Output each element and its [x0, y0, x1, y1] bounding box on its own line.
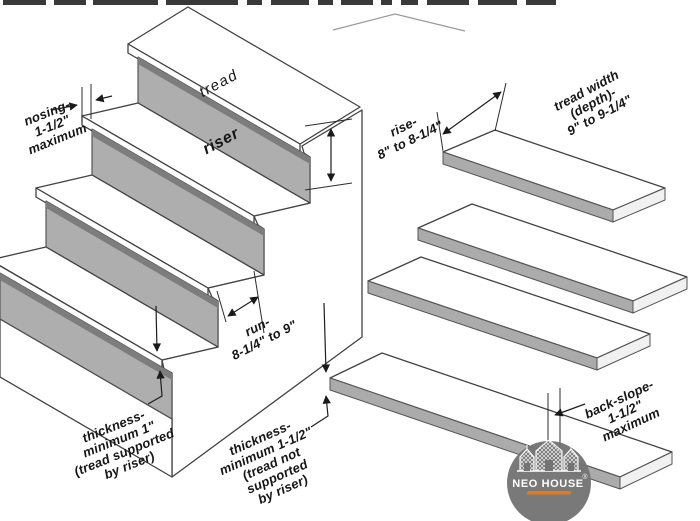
- riser-shadow-3: [92, 129, 264, 236]
- exploded-tread-3: [367, 256, 651, 371]
- riser-shadow-4: [138, 57, 310, 164]
- house-icon: [517, 436, 581, 472]
- neo-house-logo: NEO HOUSE ®: [507, 436, 591, 521]
- tread-width-label: tread width (depth)- 9" to 9-1/4": [551, 67, 635, 138]
- nosing-label: nosing- 1-1/2" maximum: [22, 97, 90, 158]
- logo-url-text: [527, 491, 571, 495]
- thickness-supported-dimension: [147, 305, 165, 405]
- riser-shadow-1: [0, 273, 172, 380]
- thickness-unsupported-dimension: [310, 302, 331, 428]
- nosing-dimension: [51, 84, 113, 122]
- rise-dimension: [304, 118, 353, 191]
- exploded-treads: [329, 129, 688, 490]
- logo-registered-mark: ®: [582, 473, 588, 481]
- tread-width-dimension: [436, 82, 507, 152]
- back-slope-dimension: [547, 388, 586, 448]
- riser-shadow-2: [46, 201, 218, 308]
- cropped-text-artifact: [3, 0, 556, 32]
- logo-brand-text: NEO HOUSE: [512, 478, 583, 490]
- exploded-tread-2: [417, 203, 688, 314]
- rise-label: rise- 8" to 8-1/4": [375, 114, 446, 163]
- exploded-tread-1: [442, 129, 666, 223]
- staircase: [0, 6, 363, 478]
- riser-face-1: [0, 272, 173, 420]
- run-dimension: [216, 270, 265, 334]
